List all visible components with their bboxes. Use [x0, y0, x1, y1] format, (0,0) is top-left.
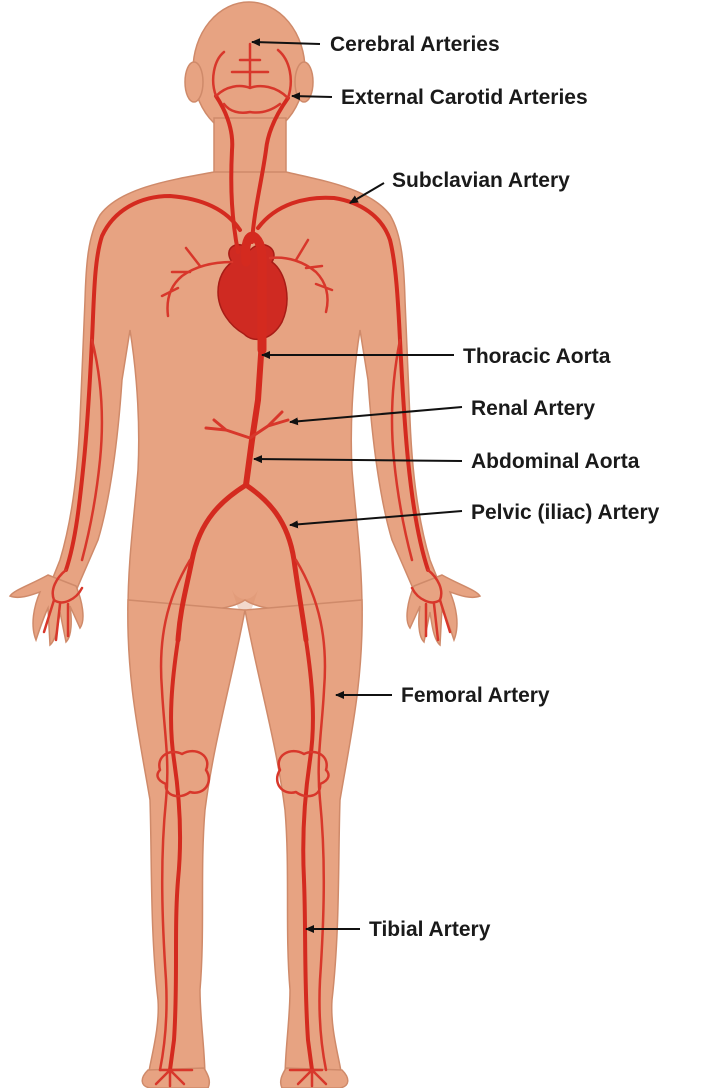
label-cerebral-arteries: Cerebral Arteries	[330, 33, 500, 56]
label-abdominal-aorta: Abdominal Aorta	[471, 450, 640, 473]
label-pelvic-iliac-artery: Pelvic (iliac) Artery	[471, 501, 660, 524]
label-external-carotid-arteries: External Carotid Arteries	[341, 86, 588, 109]
left-leg	[128, 600, 245, 1078]
label-subclavian-artery: Subclavian Artery	[392, 169, 570, 192]
label-femoral-artery: Femoral Artery	[401, 684, 550, 707]
left-ear	[185, 62, 203, 102]
label-thoracic-aorta: Thoracic Aorta	[463, 345, 611, 368]
neck	[214, 118, 286, 178]
label-tibial-artery: Tibial Artery	[369, 918, 491, 941]
leader-carotid	[292, 96, 332, 97]
left-hand	[10, 575, 83, 645]
label-renal-artery: Renal Artery	[471, 397, 595, 420]
